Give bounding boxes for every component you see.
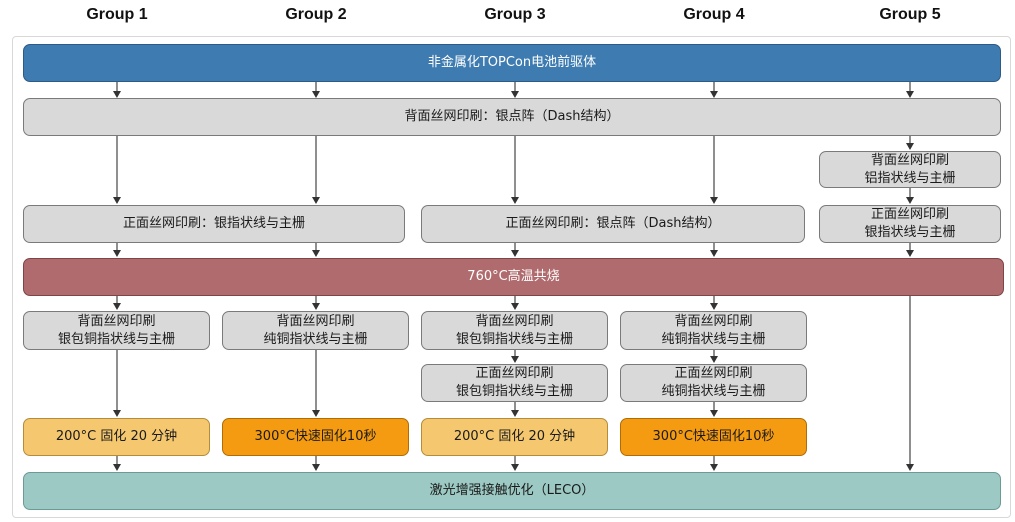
g4-front-line2: 纯铜指状线与主栅 bbox=[661, 384, 766, 399]
g4-front-step: 正面丝网印刷 纯铜指状线与主栅 bbox=[620, 364, 807, 402]
group-1-header: Group 1 bbox=[86, 6, 148, 23]
g3-rear-line1: 背面丝网印刷 bbox=[475, 313, 554, 329]
g3-front-line1: 正面丝网印刷 bbox=[475, 366, 554, 381]
g5-front-ag-line1: 正面丝网印刷 bbox=[870, 207, 949, 222]
g3-rear-step: 背面丝网印刷 银包铜指状线与主栅 bbox=[421, 311, 608, 350]
g4-cure-step: 300°C快速固化10秒 bbox=[620, 418, 807, 456]
g3-front-step: 正面丝网印刷 银包铜指状线与主栅 bbox=[421, 364, 608, 402]
leco-label: 激光增强接触优化（LECO） bbox=[429, 483, 595, 498]
group-3-header: Group 3 bbox=[484, 6, 546, 23]
precursor-step: 非金属化TOPCon电池前驱体 bbox=[23, 44, 1001, 82]
front-ag-dots-g34-step: 正面丝网印刷：银点阵（Dash结构） bbox=[421, 205, 805, 243]
g5-front-ag-step: 正面丝网印刷 银指状线与主栅 bbox=[819, 205, 1001, 243]
g4-rear-step: 背面丝网印刷 纯铜指状线与主栅 bbox=[620, 311, 807, 350]
g4-rear-line1: 背面丝网印刷 bbox=[674, 313, 753, 329]
rear-print-ag-dots-label: 背面丝网印刷：银点阵（Dash结构） bbox=[404, 109, 620, 124]
g5-rear-al-line2: 铝指状线与主栅 bbox=[864, 170, 956, 186]
g5-rear-al-line1: 背面丝网印刷 bbox=[870, 152, 949, 168]
front-ag-fingers-g12-step: 正面丝网印刷：银指状线与主栅 bbox=[23, 205, 405, 243]
rear-print-ag-dots-step: 背面丝网印刷：银点阵（Dash结构） bbox=[23, 98, 1001, 136]
precursor-label: 非金属化TOPCon电池前驱体 bbox=[427, 55, 597, 70]
group-5-header: Group 5 bbox=[879, 6, 941, 23]
g3-cure-step: 200°C 固化 20 分钟 bbox=[421, 418, 608, 456]
g4-rear-line2: 纯铜指状线与主栅 bbox=[661, 331, 766, 347]
g1-cure-label: 200°C 固化 20 分钟 bbox=[55, 429, 178, 444]
g2-rear-line2: 纯铜指状线与主栅 bbox=[263, 331, 368, 347]
g1-rear-step: 背面丝网印刷 银包铜指状线与主栅 bbox=[23, 311, 210, 350]
front-ag-fingers-g12-label: 正面丝网印刷：银指状线与主栅 bbox=[122, 216, 305, 231]
g5-rear-al-step: 背面丝网印刷 铝指状线与主栅 bbox=[819, 151, 1001, 188]
g4-cure-label: 300°C快速固化10秒 bbox=[652, 429, 775, 444]
leco-step: 激光增强接触优化（LECO） bbox=[23, 472, 1001, 510]
group-2-header: Group 2 bbox=[285, 6, 347, 23]
g1-rear-line1: 背面丝网印刷 bbox=[77, 313, 156, 329]
g3-front-line2: 银包铜指状线与主栅 bbox=[455, 384, 573, 399]
cofire-step: 760°C高温共烧 bbox=[23, 258, 1004, 296]
g3-cure-label: 200°C 固化 20 分钟 bbox=[453, 429, 576, 444]
g2-rear-line1: 背面丝网印刷 bbox=[276, 313, 355, 329]
g5-front-ag-line2: 银指状线与主栅 bbox=[864, 225, 956, 240]
cofire-label: 760°C高温共烧 bbox=[467, 269, 560, 284]
front-ag-dots-g34-label: 正面丝网印刷：银点阵（Dash结构） bbox=[505, 216, 721, 231]
g4-front-line1: 正面丝网印刷 bbox=[674, 366, 753, 381]
g2-rear-step: 背面丝网印刷 纯铜指状线与主栅 bbox=[222, 311, 409, 350]
group-4-header: Group 4 bbox=[683, 6, 745, 23]
g2-cure-label: 300°C快速固化10秒 bbox=[254, 429, 377, 444]
g1-cure-step: 200°C 固化 20 分钟 bbox=[23, 418, 210, 456]
g3-rear-line2: 银包铜指状线与主栅 bbox=[455, 331, 573, 347]
g2-cure-step: 300°C快速固化10秒 bbox=[222, 418, 409, 456]
g1-rear-line2: 银包铜指状线与主栅 bbox=[57, 331, 175, 347]
